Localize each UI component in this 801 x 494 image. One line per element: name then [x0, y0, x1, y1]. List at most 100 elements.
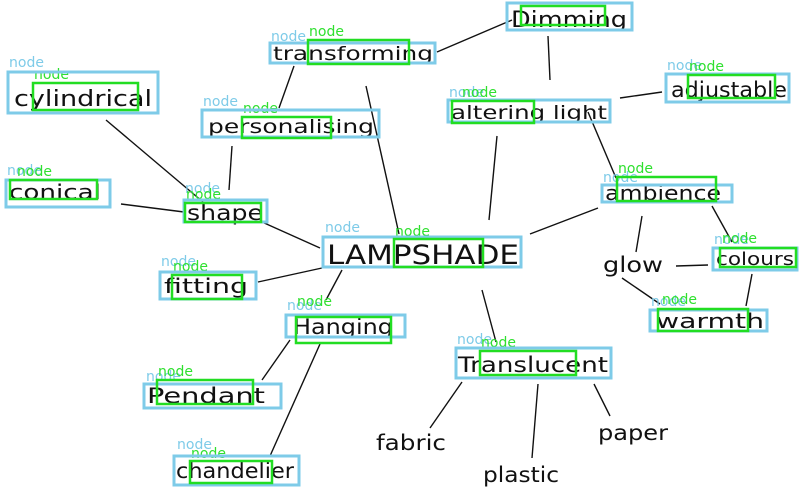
node-altering-light: node node altering light — [446, 85, 612, 125]
node-label-altering-light: altering light — [451, 102, 607, 124]
node-box-green — [615, 175, 718, 203]
edge-fitting-lampshade — [257, 267, 323, 283]
edge-transforming-lampshade — [365, 85, 400, 235]
node-tag: node — [651, 294, 686, 310]
node-tag: node — [309, 24, 344, 40]
node-box-green — [170, 273, 244, 301]
node-chandelier: node node chandelier — [172, 437, 301, 487]
node-tag: node — [191, 446, 226, 462]
edge-shape-lampshade — [261, 221, 321, 249]
edge-lampshade-ambience — [529, 207, 599, 235]
edge-transforming-dimming — [436, 19, 513, 53]
node-translucent: node node Translucent — [454, 332, 613, 380]
node-tag: node — [457, 332, 492, 348]
node-tag: node — [161, 254, 196, 270]
edges — [105, 19, 753, 459]
node-box-green — [392, 237, 485, 269]
node-tag: node — [689, 59, 724, 75]
node-tag: node — [271, 29, 306, 45]
node-label-hanging: Hanging — [293, 315, 393, 339]
node-tag: node — [722, 231, 757, 247]
node-dimming: Dimming — [505, 1, 634, 33]
node-label-translucent: Translucent — [457, 353, 608, 377]
edge-conical-shape — [120, 203, 185, 213]
free-word-fabric: fabric — [376, 431, 446, 455]
node-box-blue — [6, 70, 160, 115]
node-box-green — [718, 246, 798, 269]
node-colours: node node colours — [711, 231, 799, 272]
node-box-green — [686, 73, 777, 100]
node-label-cylindrical: cylindrical — [14, 87, 152, 112]
node-tag: node — [158, 364, 193, 380]
node-personalising: node node personalising — [200, 94, 381, 140]
node-box-green — [240, 115, 333, 140]
node-box-blue — [142, 382, 283, 410]
edge-glow-colours — [675, 264, 709, 267]
edge-ambience-glow — [635, 215, 643, 253]
node-box-green — [306, 38, 411, 66]
edge-lampshade-hanging — [325, 269, 343, 301]
node-box-green — [478, 349, 578, 377]
node-box-green — [31, 81, 140, 112]
free-word-plastic: plastic — [483, 463, 559, 487]
node-label-conical: conical — [9, 180, 101, 204]
node-tag: node — [177, 437, 212, 453]
edge-translucent-paper — [593, 383, 611, 417]
edge-hanging-pendant — [261, 339, 291, 381]
node-shape: node node shape — [182, 181, 269, 225]
edge-dimming-altering — [547, 35, 551, 81]
node-box-green — [450, 99, 536, 125]
node-box-green — [155, 378, 255, 406]
node-label-warmth: warmth — [656, 309, 764, 333]
node-label-personalising: personalising — [208, 116, 374, 138]
node-tag: node — [325, 220, 360, 236]
edge-translucent-fabric — [429, 381, 463, 429]
edge-ambience-colours — [711, 205, 733, 243]
node-tag: node — [667, 58, 702, 74]
node-pendant: node node Pendant — [142, 364, 283, 410]
node-tag: node — [297, 294, 332, 310]
edge-altering-adjustable — [619, 91, 663, 99]
edge-personalising-shape — [228, 145, 233, 191]
free-word-glow: glow — [603, 253, 663, 277]
edge-transforming-personalising — [278, 65, 295, 109]
node-ambience: node node ambience — [600, 161, 734, 205]
node-tag: node — [17, 164, 52, 180]
node-box-blue — [454, 346, 613, 380]
node-box-green — [294, 315, 393, 345]
node-label-transforming: transforming — [273, 43, 433, 65]
edge-hanging-chandelier — [269, 343, 321, 457]
node-tag: node — [618, 161, 653, 177]
edge-lampshade-translucent — [481, 289, 497, 343]
node-hanging: node node Hanging — [284, 294, 407, 345]
edge-translucent-plastic — [531, 383, 539, 459]
free-word-paper: paper — [598, 421, 668, 445]
node-tag: node — [449, 85, 484, 101]
edge-glow-warmth — [621, 277, 661, 305]
node-cylindrical: node node cylindrical — [6, 55, 160, 115]
free-words: glow fabric paper plastic — [376, 253, 668, 487]
node-tag: node — [462, 85, 497, 101]
node-adjustable: node node adjustable — [664, 58, 791, 104]
node-box-green — [656, 307, 750, 333]
node-tag: node — [203, 94, 238, 110]
node-fitting: node node fitting — [158, 254, 258, 301]
node-box-blue — [172, 454, 301, 487]
node-tag: node — [662, 292, 697, 308]
node-box-blue — [284, 313, 407, 339]
node-tag: node — [714, 232, 749, 248]
node-box-blue — [505, 1, 634, 32]
edge-altering-lampshade — [488, 135, 498, 221]
node-tag: node — [287, 298, 322, 314]
node-label-colours: colours — [716, 249, 794, 270]
node-box-green — [188, 459, 274, 485]
node-label-fitting: fitting — [164, 274, 248, 298]
node-conical: node node conical — [4, 163, 112, 209]
node-tag: node — [7, 163, 42, 179]
node-lampshade: node node LAMPSHADE — [321, 220, 523, 271]
node-label-chandelier: chandelier — [176, 459, 294, 483]
node-tag: node — [9, 55, 44, 71]
node-box-green — [183, 201, 263, 224]
node-warmth: node node warmth — [648, 292, 769, 333]
